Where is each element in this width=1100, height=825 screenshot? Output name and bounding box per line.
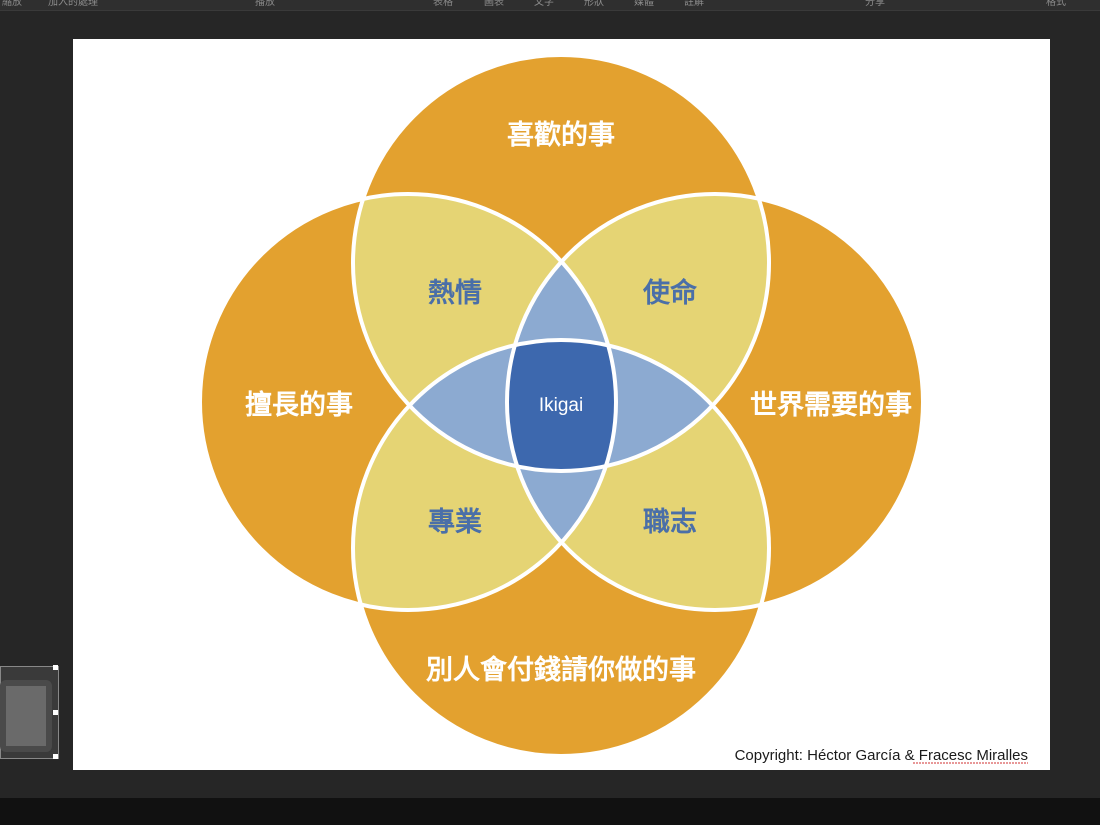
label-what-you-can-be-paid-for: 別人會付錢請你做的事 <box>426 654 696 686</box>
circle-outlines <box>198 53 925 758</box>
toolbar-play[interactable]: 播放 <box>255 0 275 8</box>
resize-handle-bottom[interactable] <box>53 754 58 759</box>
toolbar-add-slide[interactable]: 加入的處理 <box>48 0 98 8</box>
toolbar-comment[interactable]: 註解 <box>684 0 704 8</box>
thumbnail-preview <box>0 680 52 752</box>
label-what-you-love: 喜歡的事 <box>507 119 615 151</box>
label-passion: 熱情 <box>428 278 482 309</box>
toolbar-shape[interactable]: 形狀 <box>584 0 604 8</box>
toolbar-zoom[interactable]: 縮放 <box>2 0 22 8</box>
resize-handle-top[interactable] <box>53 665 58 670</box>
toolbar-share[interactable]: 分享 <box>865 0 885 8</box>
app-toolbar: 縮放 加入的處理 播放 表格 圖表 文字 形狀 媒體 註解 分享 格式 <box>0 0 1100 11</box>
slide-canvas[interactable]: 喜歡的事 擅長的事 世界需要的事 別人會付錢請你做的事 熱情 使命 專業 職志 … <box>73 39 1050 770</box>
ikigai-diagram: 喜歡的事 擅長的事 世界需要的事 別人會付錢請你做的事 熱情 使命 專業 職志 … <box>198 53 1028 764</box>
slide-thumbnail[interactable] <box>0 665 59 759</box>
toolbar-media[interactable]: 媒體 <box>634 0 654 8</box>
resize-handle-middle[interactable] <box>53 710 58 715</box>
label-profession: 專業 <box>428 507 482 538</box>
label-mission: 使命 <box>642 277 698 309</box>
bottom-bar <box>0 798 1100 825</box>
copyright-text: Copyright: Héctor García & Fracesc Miral… <box>735 747 1028 764</box>
label-what-you-are-good-at: 擅長的事 <box>245 389 353 421</box>
toolbar-table[interactable]: 表格 <box>433 0 453 8</box>
toolbar-chart[interactable]: 圖表 <box>484 0 504 8</box>
label-vocation: 職志 <box>643 507 697 538</box>
toolbar-text[interactable]: 文字 <box>534 0 554 8</box>
label-ikigai: Ikigai <box>539 395 583 416</box>
toolbar-format[interactable]: 格式 <box>1046 0 1066 8</box>
label-what-the-world-needs: 世界需要的事 <box>750 389 912 421</box>
